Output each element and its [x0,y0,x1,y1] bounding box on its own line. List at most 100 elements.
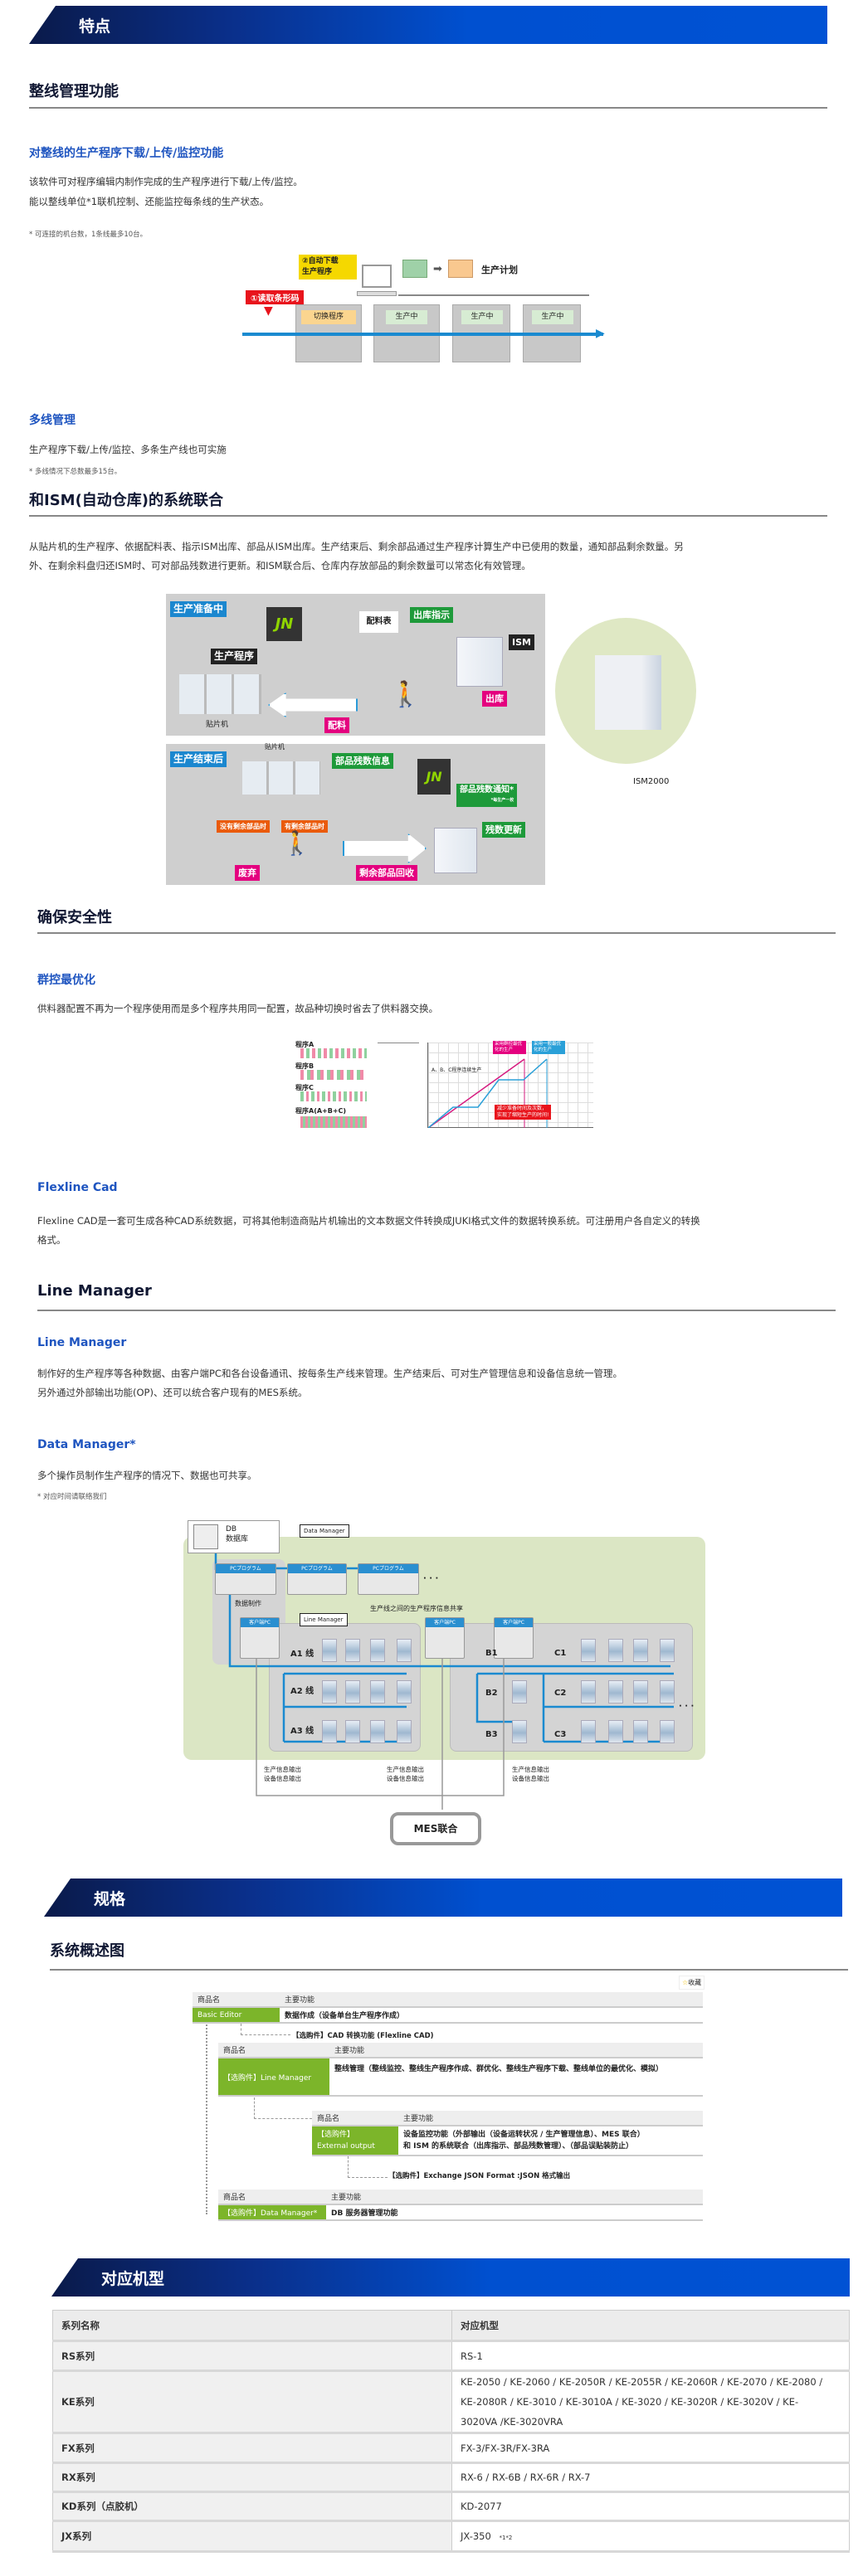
pc-program-station: PCプログラム [215,1563,276,1595]
mes-integration-box: MES联合 [390,1812,481,1845]
data-creation-label: 数据制作 [235,1600,261,1607]
line-a1-label: A1 线 [290,1650,314,1659]
line-c1-label: C1 [554,1649,567,1658]
more-indicator: · · · [679,1702,695,1711]
jn-server-icon: JN [266,607,302,641]
footnote: * 对应时间请联络我们 [37,1493,107,1501]
connector-line [348,2156,388,2178]
mounter-icon [608,1639,623,1662]
section-banner-features: 特点 [29,6,827,44]
mounter-icon [370,1639,385,1662]
client-pc: 客户端PC [425,1617,465,1659]
machine-status: 生产中 [532,310,573,324]
series-name: JX系列 [52,2520,452,2553]
line-a3-label: A3 线 [290,1727,314,1736]
mounter-icon [397,1639,412,1662]
paragraph: 生产程序下载/上传/监控、多条生产线也可实施 [29,444,227,455]
series-name: KD系列（点胶机） [52,2491,452,2522]
connector-line [254,2097,312,2119]
mounter-label: 贴片机 [206,721,229,729]
series-name: FX系列 [52,2433,452,2464]
ism2000-caption: ISM2000 [633,777,670,786]
mounter-icon [581,1680,596,1704]
subheading-data-manager: Data Manager* [37,1438,136,1451]
ism-cabinet-icon [456,637,503,687]
connector-line [241,2024,290,2035]
discard-label: 废弃 [235,865,260,881]
divider [37,932,836,934]
subheading-flexline-cad: Flexline Cad [37,1181,118,1194]
col-header: 主要功能 [280,1992,703,2008]
paragraph: Flexline CAD是一套可生成各种CAD系统数据，可将其他制造商贴片机输出… [37,1215,700,1227]
remain-notice-label: 部品残数通知**每生产一枚 [456,784,518,807]
ism-cabinet-icon [434,828,477,873]
divider [29,515,827,517]
mounter-label: 贴片机 [265,743,285,751]
client-pc: 客户端PC [494,1617,534,1659]
pc-program-station: PCプログラム [287,1563,347,1595]
paragraph: 多个操作员制作生产程序的情况下、数据也可共享。 [37,1470,257,1481]
mounter-icon [397,1720,412,1743]
chart-area: A、B、C程序连续生产 采用群控最优化的生产 采用一般最优化的生产 减少准备时间… [427,1041,593,1128]
component-set-icon [448,260,473,278]
section-banner-spec: 规格 [44,1879,842,1917]
program-b-label: 程序B [295,1062,314,1070]
mounter-machines-icon [179,674,261,714]
mounter-icon [345,1639,360,1662]
mounter-icon [608,1720,623,1743]
col-header: 商品名 [218,2190,326,2205]
favorite-button[interactable]: ☆收藏 [679,1976,705,1990]
mounter-icon [397,1680,412,1704]
section-title: 对应机型 [101,2270,165,2288]
feeder-strip [300,1048,367,1058]
program-c-label: 程序C [295,1084,314,1091]
paragraph: 另外通过外部输出功能(OP)、还可以统合客户现有的MES系统。 [37,1387,308,1398]
section-title: 特点 [79,17,111,36]
paragraph: 供料器配置不再为一个程序使用而是多个程序共用同一配置，故品种切换时省去了供料器交… [37,1003,438,1014]
line-a-area [269,1623,421,1752]
program-label: 生产程序 [211,649,258,664]
series-name: KE系列 [52,2370,452,2434]
feeder-strip [300,1091,367,1101]
share-label: 生产线之间的生产程序信息共享 [370,1605,463,1612]
paragraph: 从贴片机的生产程序、依据配料表、指示ISM出库、部品从ISM出库。生产结束后、剩… [29,541,684,552]
subheading-download-upload: 对整线的生产程序下载/上传/监控功能 [29,147,224,160]
connector-line [398,294,589,296]
jn-server-icon: JN [417,759,451,795]
keyboard-icon [357,291,397,296]
model-name: JX-350 [461,2530,491,2542]
col-header: 主要功能 [326,2190,703,2205]
machine-status: 切换程序 [301,310,356,324]
kitting-label: 配料 [324,717,349,733]
mounter-icon [345,1720,360,1743]
series-name: RS系列 [52,2340,452,2372]
ism2000-photo-bubble [555,618,696,764]
output-label: 生产信息输出设备信息输出 [512,1766,549,1782]
footnote: * 多线情况下总数最多15台。 [29,468,122,476]
normal-label: 采用一般最优化的生产 [532,1041,565,1054]
chart-label: A、B、C程序连续生产 [432,1067,482,1073]
line-download-diagram: ②自动下载生产程序 ➡ 生产计划 ①读取条形码 ▼ 切换程序 生产中 生产中 生… [241,253,610,369]
mounter-icon [581,1639,596,1662]
line-c2-label: C2 [554,1689,567,1698]
feeder-strip [300,1116,367,1128]
paragraph: 制作好的生产程序等各种数据、由客户端PC和各台设备通讯、按每条生产线来管理。生产… [37,1368,622,1379]
reduce-label: 减少准备时间及次数，实现了缩短生产的时间! [495,1105,552,1120]
server-icon [193,1524,218,1549]
mounter-icon [660,1680,675,1704]
divider [37,1310,836,1311]
operator-icon: 🚶 [282,829,311,857]
heading-line-manager: Line Manager [37,1282,152,1300]
model-list: KE-2050 / KE-2060 / KE-2050R / KE-2055R … [451,2370,850,2434]
operator-cart-icon: 🚶 [390,680,422,709]
ism-label: ISM [509,634,534,650]
col-header: 主要功能 [398,2111,703,2126]
model-list: KD-2077 [451,2491,850,2522]
mounter-icon [608,1680,623,1704]
product-name: Basic Editor [193,2007,280,2024]
divider [50,1969,848,1971]
